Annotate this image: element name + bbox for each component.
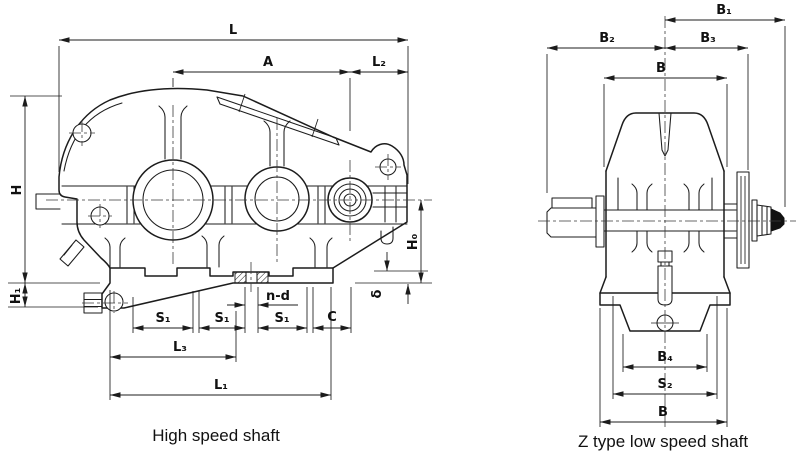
high-speed-shaft-end (546, 195, 605, 248)
bolt-hole-hatch-right (256, 271, 269, 284)
left-flange-tab (35, 193, 61, 210)
left-view-dimensions: L A L₂ H H₁ H₀ δ S₁ S₁ S₁ C n-d L₃ L₁ (8, 23, 432, 400)
dim-label-h: H (10, 185, 25, 196)
dim-label-s1-3: S₁ (274, 311, 289, 326)
dim-label-s2: S₂ (657, 377, 672, 392)
low-speed-shaft-end (723, 171, 785, 269)
base-outline (101, 267, 334, 309)
left-view-housing (35, 87, 432, 314)
caption-z-type-low-speed-shaft: Z type low speed shaft (578, 432, 748, 451)
dim-label-s1-1: S₁ (155, 311, 170, 326)
dim-label-b3: B₃ (700, 31, 716, 46)
caption-high-speed-shaft: High speed shaft (152, 426, 280, 445)
dim-label-s1-2: S₁ (214, 311, 229, 326)
end-view-base (599, 292, 731, 332)
dim-label-nd: n-d (266, 289, 290, 304)
dim-label-a: A (263, 55, 273, 70)
output-flange (736, 171, 750, 269)
dim-label-h0: H₀ (406, 233, 421, 250)
dim-label-l1: L₁ (214, 378, 228, 393)
housing-outline (58, 87, 408, 269)
dim-label-l3: L₃ (173, 340, 187, 355)
dim-label-h1: H₁ (9, 288, 24, 305)
shaft-nut (756, 204, 772, 237)
dim-label-delta: δ (370, 289, 385, 298)
right-view-dimensions: B₁ B₂ B₃ B B₄ S₂ B (546, 3, 786, 427)
dim-label-l2: L₂ (372, 55, 386, 70)
oil-drain-plug (83, 292, 103, 314)
bottom-tab (380, 226, 394, 245)
dim-label-b2: B₂ (599, 31, 615, 46)
dim-label-b-top: B (656, 61, 666, 76)
dim-label-b-bottom: B (658, 405, 668, 420)
right-view-housing (538, 16, 796, 428)
dim-label-b4: B₄ (657, 350, 673, 365)
lifting-lug (63, 102, 123, 172)
dipstick (59, 239, 85, 267)
inspection-cover (216, 93, 340, 146)
dim-label-l: L (229, 23, 237, 38)
shaft-tip (770, 208, 785, 232)
end-view-cap (605, 112, 725, 172)
bolt-hole-hatch-left (234, 271, 247, 284)
dim-label-c: C (327, 310, 337, 325)
dim-label-b1: B₁ (716, 3, 732, 18)
